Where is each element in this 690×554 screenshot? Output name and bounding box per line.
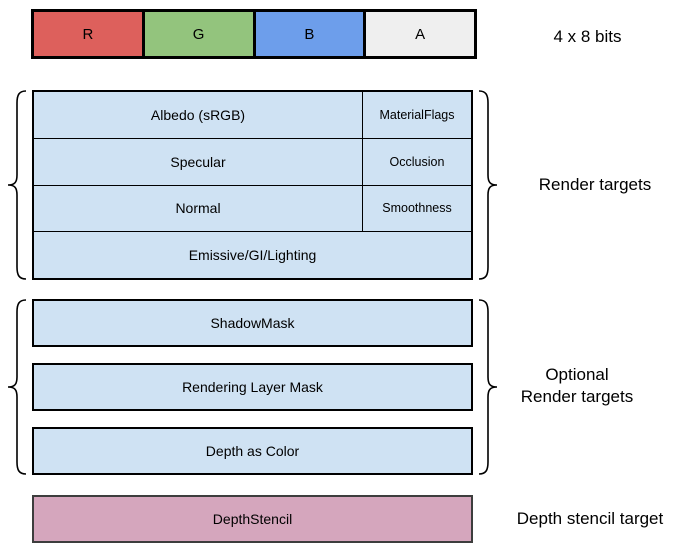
render-targets-table: Albedo (sRGB) MaterialFlags Specular Occ… — [32, 90, 473, 280]
optional-label-line2: Render targets — [520, 387, 634, 406]
left-brace-optional-targets — [6, 299, 28, 475]
optional-target-box: Depth as Color — [32, 427, 473, 475]
rgba-channel-bar: R G B A — [31, 9, 477, 59]
right-brace-optional-targets — [477, 299, 499, 475]
table-row: Albedo (sRGB) MaterialFlags — [34, 92, 471, 138]
channel-cell-g: G — [141, 12, 253, 56]
depth-stencil-box: DepthStencil — [32, 495, 473, 543]
channel-cell-b: B — [252, 12, 364, 56]
table-row: Emissive/GI/Lighting — [34, 231, 471, 278]
alpha-channel-cell: Occlusion — [362, 138, 471, 185]
left-brace-render-targets — [6, 90, 28, 280]
depth-stencil-label: Depth stencil target — [516, 509, 664, 528]
table-row: Specular Occlusion — [34, 137, 471, 185]
right-brace-render-targets — [477, 90, 499, 280]
render-target-cell: Albedo (sRGB) — [150, 106, 246, 123]
channel-cell-r: R — [34, 12, 142, 56]
alpha-channel-cell: Smoothness — [362, 185, 471, 232]
optional-render-targets-label: Optional Render targets — [487, 362, 667, 410]
render-target-cell: Emissive/GI/Lighting — [188, 247, 317, 264]
render-targets-label: Render targets — [538, 175, 652, 194]
optional-target-box: Rendering Layer Mask — [32, 363, 473, 411]
bits-caption: 4 x 8 bits — [553, 27, 622, 46]
render-target-cell: Normal — [175, 200, 221, 217]
optional-target-box: ShadowMask — [32, 299, 473, 347]
render-target-cell: Specular — [170, 153, 226, 170]
alpha-channel-cell: MaterialFlags — [362, 92, 471, 138]
table-row: Normal Smoothness — [34, 184, 471, 232]
optional-label-line1: Optional — [545, 365, 609, 384]
channel-cell-a: A — [363, 12, 474, 56]
